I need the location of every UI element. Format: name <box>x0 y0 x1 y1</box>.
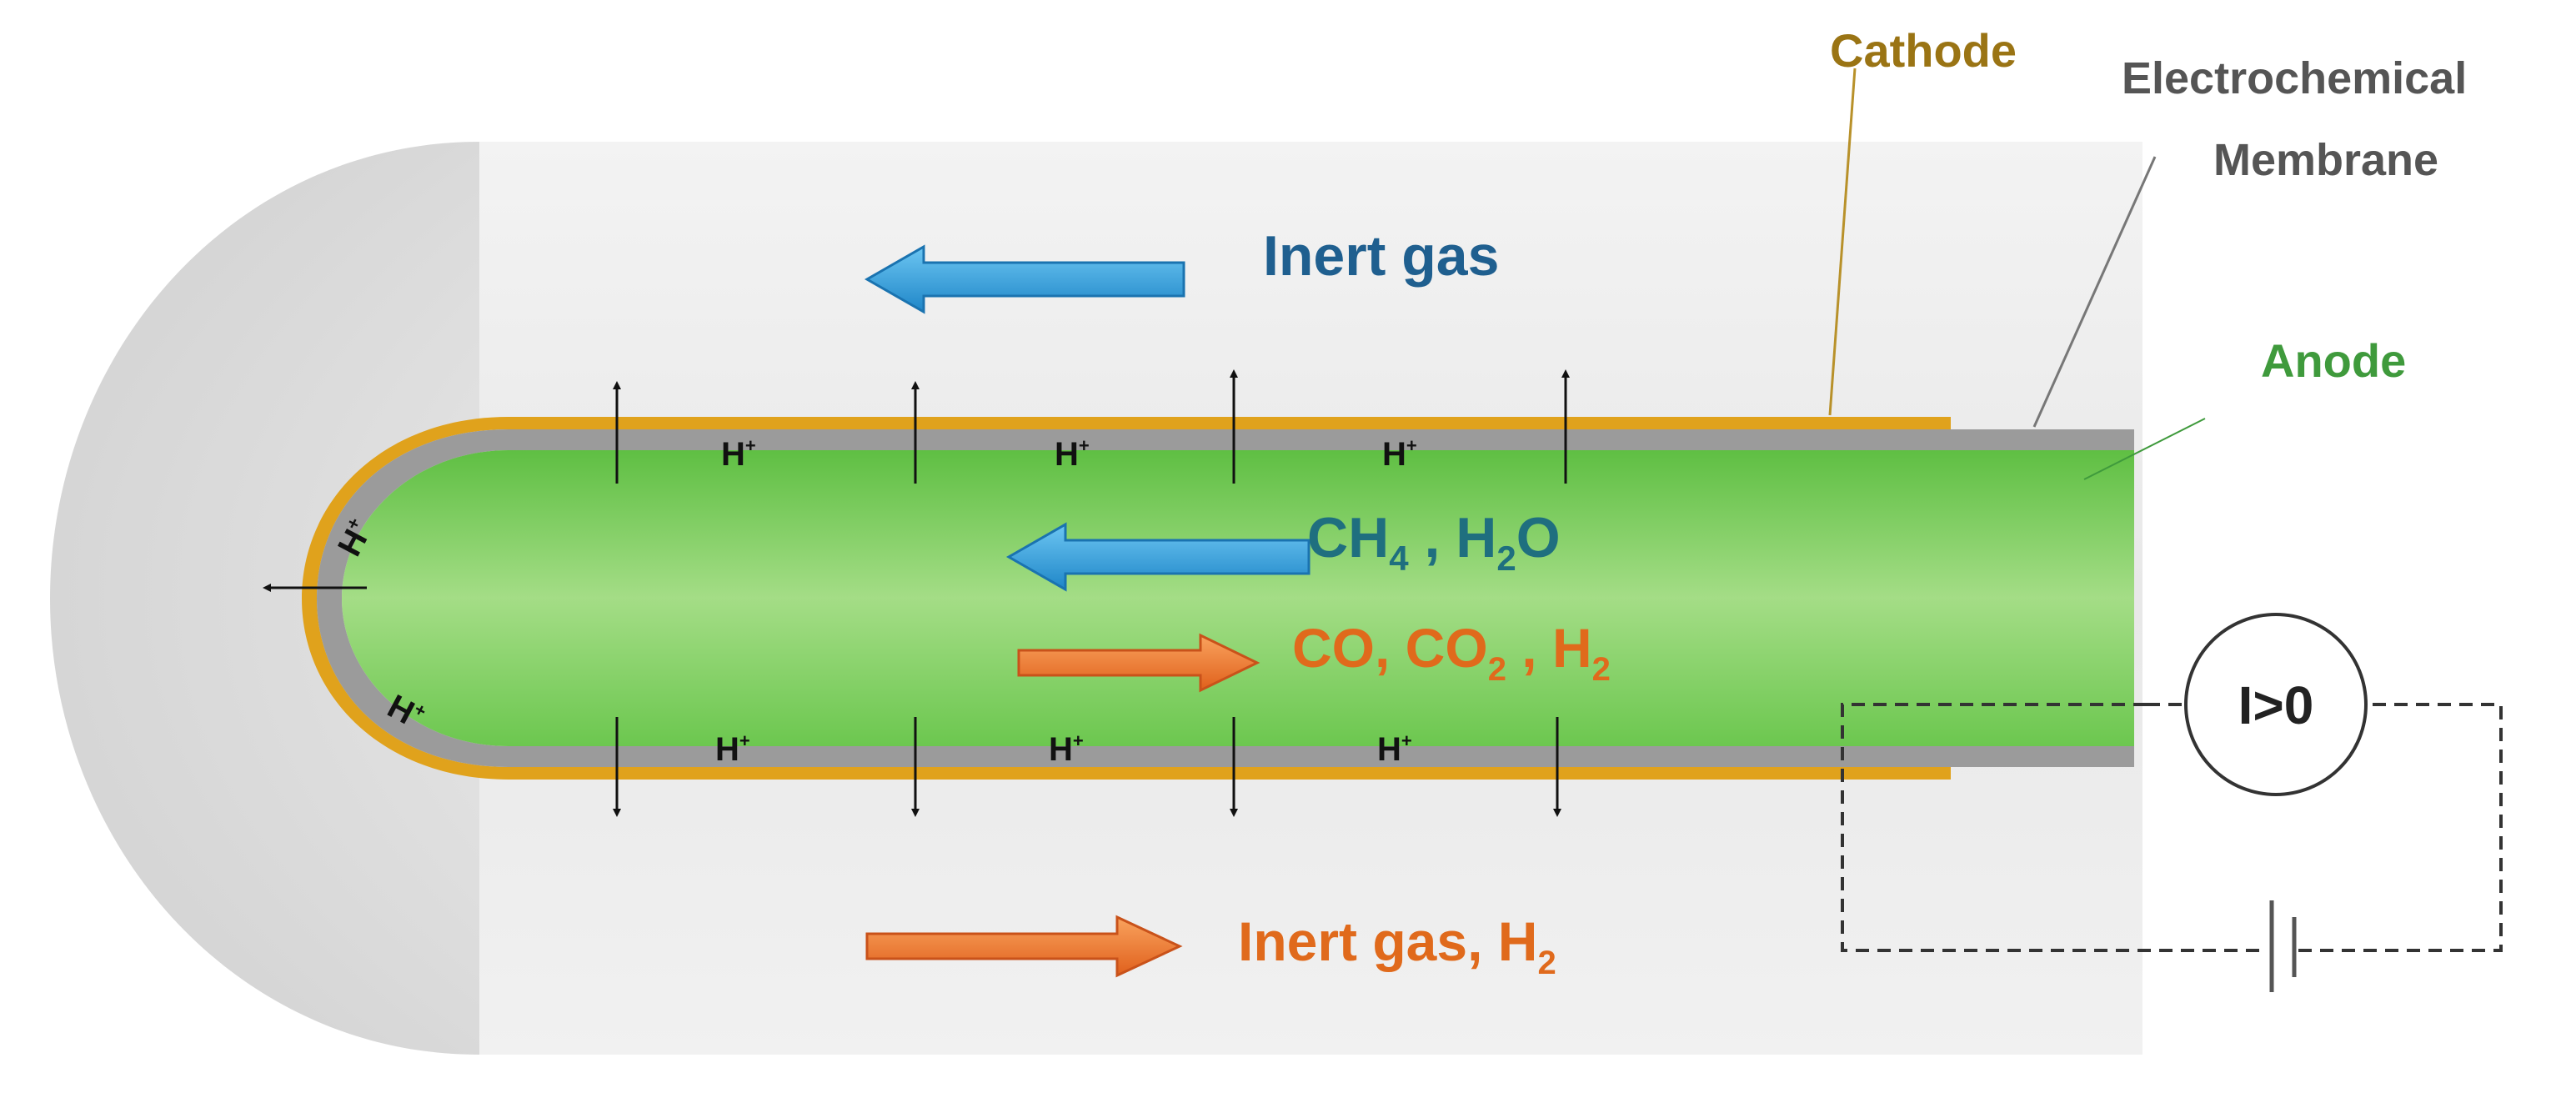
proton-label: H+ <box>1049 730 1084 768</box>
proton-label: H+ <box>1055 435 1090 473</box>
anode-label: Anode <box>2261 334 2406 387</box>
external-circuit: I>0 <box>1841 613 2503 992</box>
cathode-label: Cathode <box>1830 24 2017 77</box>
flow-arrows <box>864 244 1311 978</box>
anode-region <box>342 450 2134 746</box>
proton-label: H+ <box>721 435 756 473</box>
membrane-label-line2: Membrane <box>2213 135 2438 185</box>
ch4-h2o-arrow <box>1005 522 1311 592</box>
inert-gas-h2-label: Inert gas, H2 <box>1238 910 1556 981</box>
tubular-cell <box>302 417 2134 780</box>
current-meter <box>2184 613 2368 796</box>
inert-gas-outflow-arrow <box>865 915 1183 978</box>
inert-gas-inflow-arrow <box>864 244 1185 314</box>
proton-label: H+ <box>1377 730 1412 768</box>
proton-label: H+ <box>715 730 750 768</box>
inert-gas-top-label: Inert gas <box>1263 224 1499 288</box>
products-label: CO, CO2 , H2 <box>1292 617 1611 688</box>
proton-label: H+ <box>1382 435 1417 473</box>
proton-arrows <box>263 369 1570 817</box>
products-arrow <box>1017 633 1260 693</box>
proton-labels: H+ H+ H+ H+ H+ H+ H+ H+ <box>331 435 1417 768</box>
membrane-label-line1: Electrochemical <box>2122 53 2467 103</box>
callouts: Cathode Electrochemical Membrane Anode <box>1828 24 2467 480</box>
ch4-h2o-label: CH4 , H2O <box>1307 506 1561 578</box>
current-label: I>0 <box>2238 675 2314 735</box>
